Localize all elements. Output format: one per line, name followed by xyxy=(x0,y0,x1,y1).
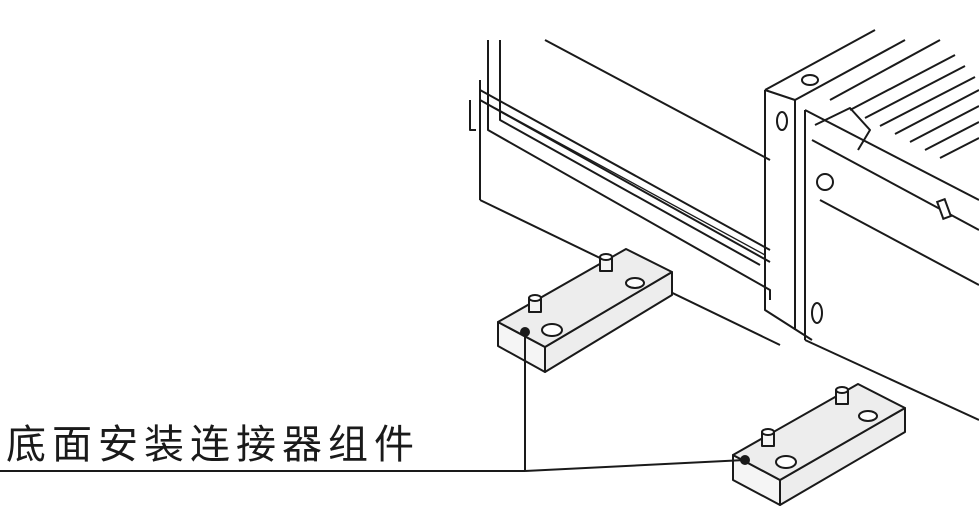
connector-block-1 xyxy=(497,248,673,373)
screw-hole xyxy=(801,74,819,86)
mount-hole xyxy=(541,323,563,337)
screw-hole xyxy=(811,302,823,324)
connector-block-2 xyxy=(732,383,906,506)
connector-port xyxy=(816,173,834,191)
leader-lines xyxy=(0,332,746,472)
mount-hole xyxy=(775,455,797,469)
screw-hole xyxy=(776,111,788,131)
mount-hole xyxy=(625,277,645,289)
locating-pin xyxy=(528,253,613,313)
machine-housing xyxy=(469,29,979,421)
mount-hole xyxy=(858,410,878,422)
callout-label: 底面安装连接器组件 xyxy=(6,422,420,468)
vent-grille xyxy=(829,39,979,159)
locating-pin xyxy=(761,386,849,447)
